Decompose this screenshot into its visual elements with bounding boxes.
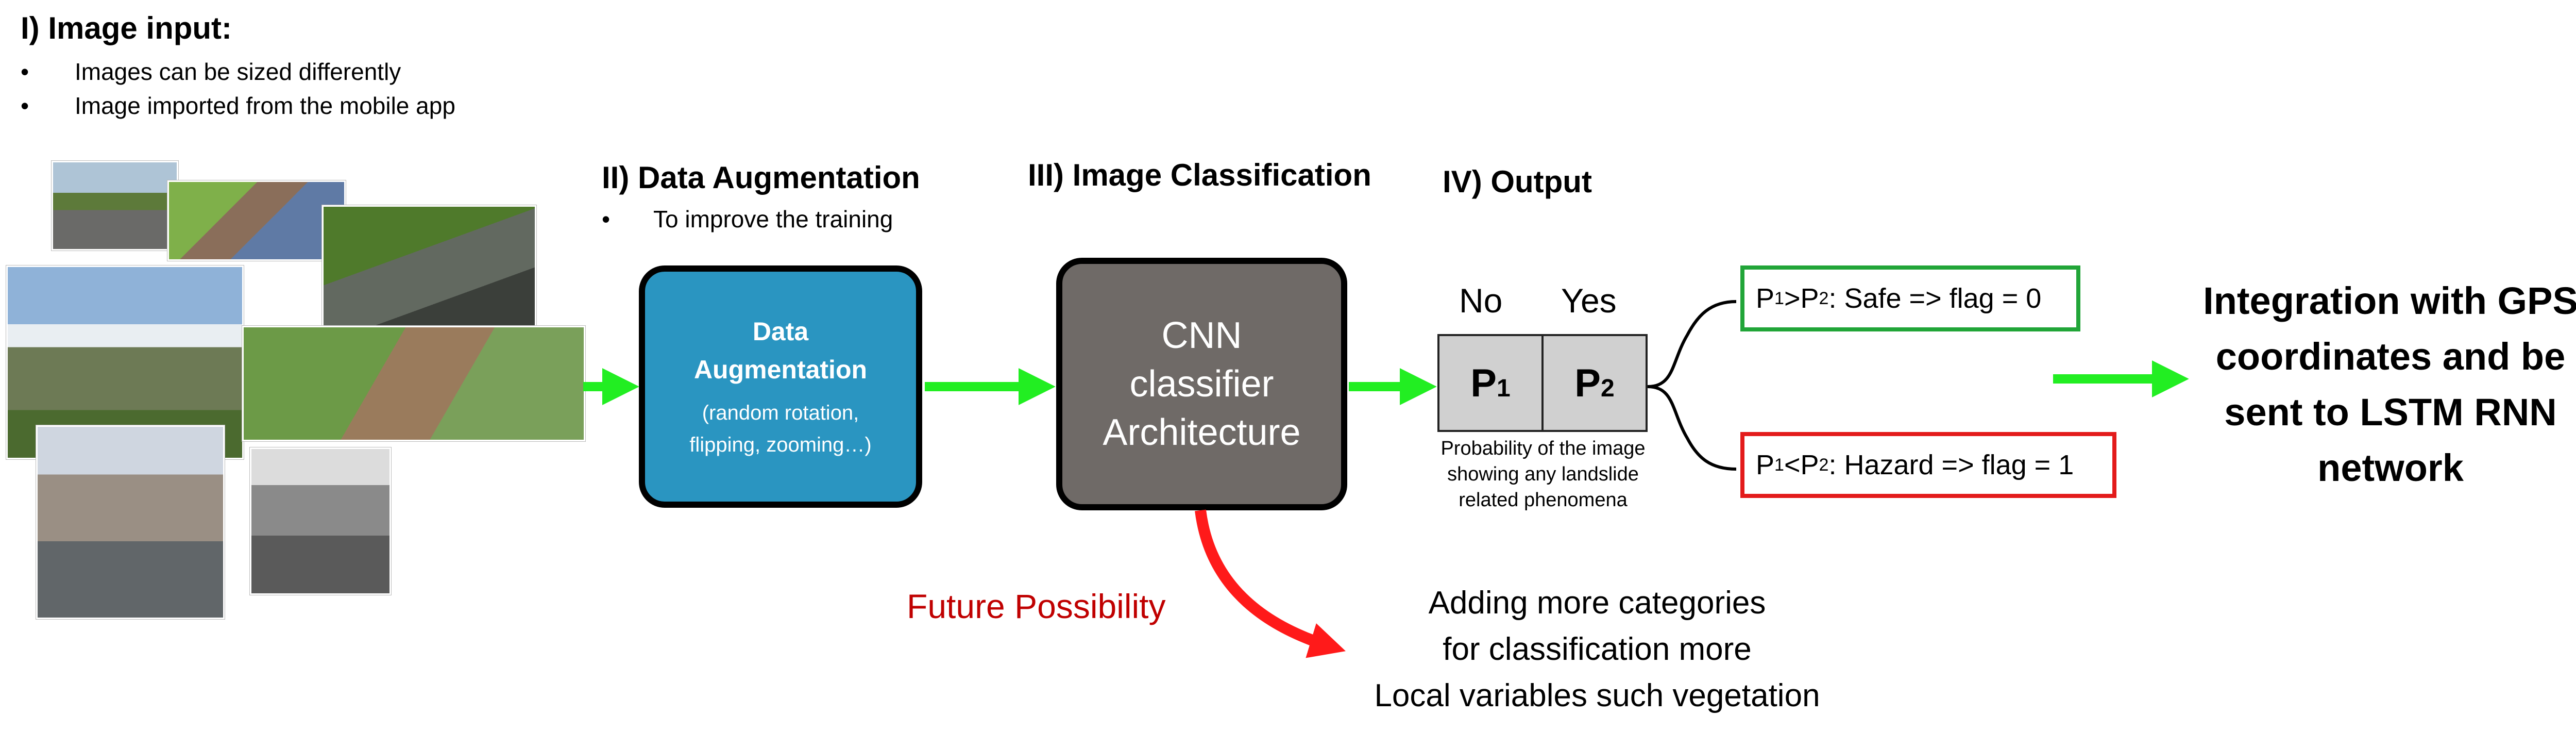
probability-caption: Probability of the image showing any lan… <box>1440 438 1646 511</box>
section-title-image-classification: III) Image Classification <box>1028 158 1371 192</box>
no-label: No <box>1459 281 1503 320</box>
integration-text: Integration with GPS coordinates and be … <box>2203 279 2576 489</box>
bullet-item: • Images can be sized differently <box>21 58 401 85</box>
photo-street-bw <box>250 447 391 595</box>
future-possibility-label: Future Possibility <box>907 587 1166 625</box>
section-title-data-augmentation: II) Data Augmentation <box>602 160 920 195</box>
photo-road-landslide <box>52 161 178 251</box>
brace-to-hazard <box>1647 385 1737 471</box>
data-augmentation-box: Data Augmentation (random rotation, flip… <box>639 265 922 508</box>
photo-hillside-landslide <box>242 326 585 441</box>
cnn-classifier-box: CNN classifier Architecture <box>1056 258 1347 510</box>
bullet-item: • To improve the training <box>602 206 893 232</box>
section-title-output: IV) Output <box>1443 164 1592 199</box>
bullet-item: • Image imported from the mobile app <box>21 92 455 119</box>
future-categories-text: Adding more categories for classificatio… <box>1374 585 1820 713</box>
arrow-future-possibility <box>1195 509 1346 658</box>
brace-to-safe <box>1647 300 1737 388</box>
photo-city-street <box>36 425 225 619</box>
yes-label: Yes <box>1561 281 1617 320</box>
section-title-image-input: I) Image input: <box>21 11 232 45</box>
